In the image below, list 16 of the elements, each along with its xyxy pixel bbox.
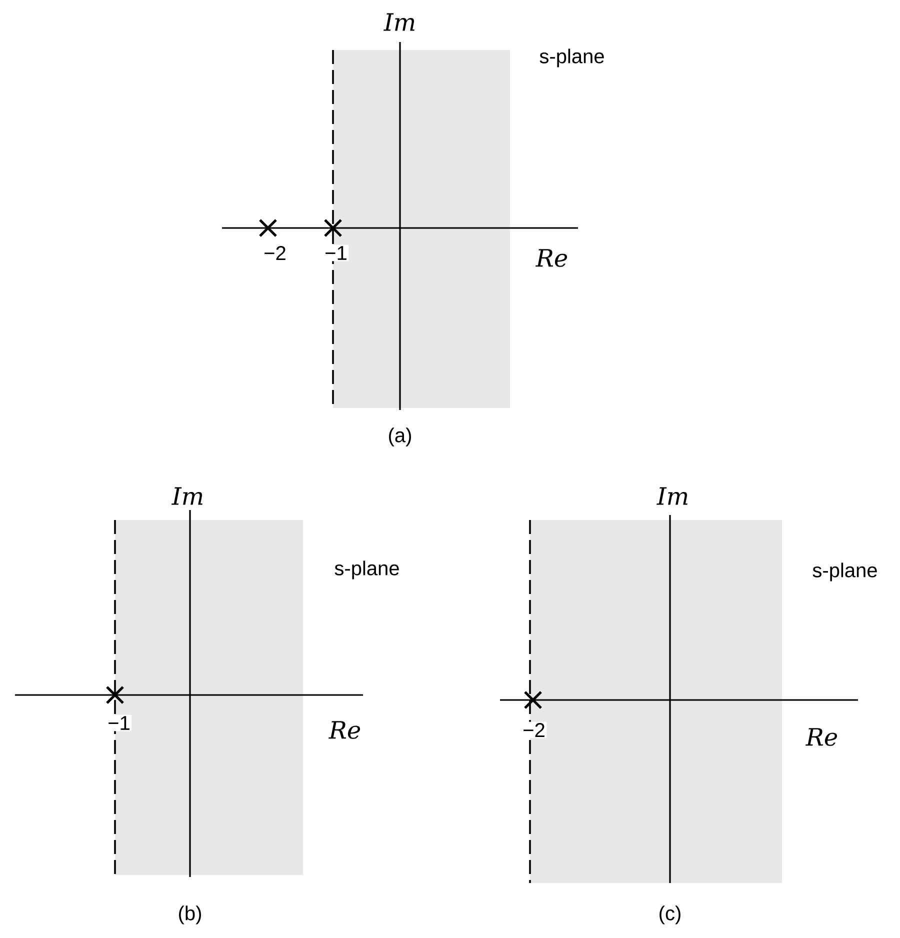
axis-label: Im xyxy=(384,13,414,31)
plane-label: s-plane xyxy=(812,562,877,582)
axis-label: Im xyxy=(172,487,202,505)
tick-label: −1 xyxy=(106,714,132,732)
panel-label: (b) xyxy=(179,906,201,924)
axis-label: Im xyxy=(656,487,688,505)
panel-label: (a) xyxy=(389,428,411,446)
tick-label: −2 xyxy=(521,722,547,738)
plane-label: s-plane xyxy=(540,48,604,68)
axis-label: Re xyxy=(328,721,360,739)
tick-label: −2 xyxy=(262,244,288,262)
tick-label: −1 xyxy=(323,244,349,262)
panel-label: (c) xyxy=(660,906,680,924)
axis-label: Re xyxy=(805,728,838,746)
axis-label: Re xyxy=(535,249,568,267)
plane-label: s-plane xyxy=(334,560,399,580)
